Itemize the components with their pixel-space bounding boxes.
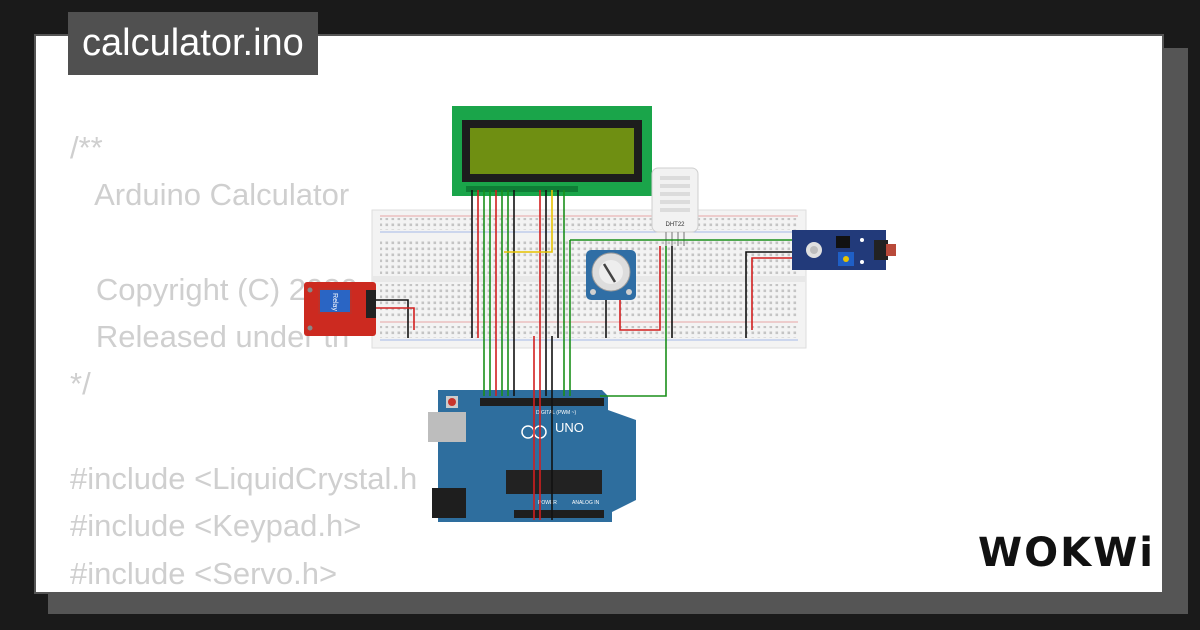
wokwi-logo: WOKWi [978,530,1152,576]
board-analog-label: ANALOG IN [572,500,600,506]
arduino-uno-board[interactable]: UNO DIGITAL (PWM ~) POWER ANALOG IN [428,390,636,522]
code-line: Arduino Calculator [70,177,350,213]
relay-module[interactable]: Relay [304,282,376,336]
dht22-sensor[interactable]: DHT22 [651,167,699,246]
dht-label: DHT22 [665,222,685,228]
code-line: #include <Servo.h> [70,555,338,591]
relay-label: Relay [331,293,338,311]
potentiometer-module[interactable] [586,250,636,300]
wokwi-logo-text: WOKWi [978,530,1152,576]
wires [376,190,792,520]
code-line: #include <Keypad.h> [70,508,362,544]
code-line: #include <LiquidCrystal.h [70,461,418,497]
board-digital-label: DIGITAL (PWM ~) [536,410,576,416]
lcd-display[interactable] [452,106,652,196]
board-label: UNO [555,420,584,435]
light-sensor-module[interactable] [792,230,896,270]
code-line: Released under th [70,319,350,355]
code-line: /** [70,130,103,165]
file-title: calculator.ino [68,12,318,75]
code-line: */ [70,366,91,402]
board-power-label: POWER [538,500,557,506]
code-preview: /** Arduino Calculator Copyright (C) 202… [70,124,418,592]
